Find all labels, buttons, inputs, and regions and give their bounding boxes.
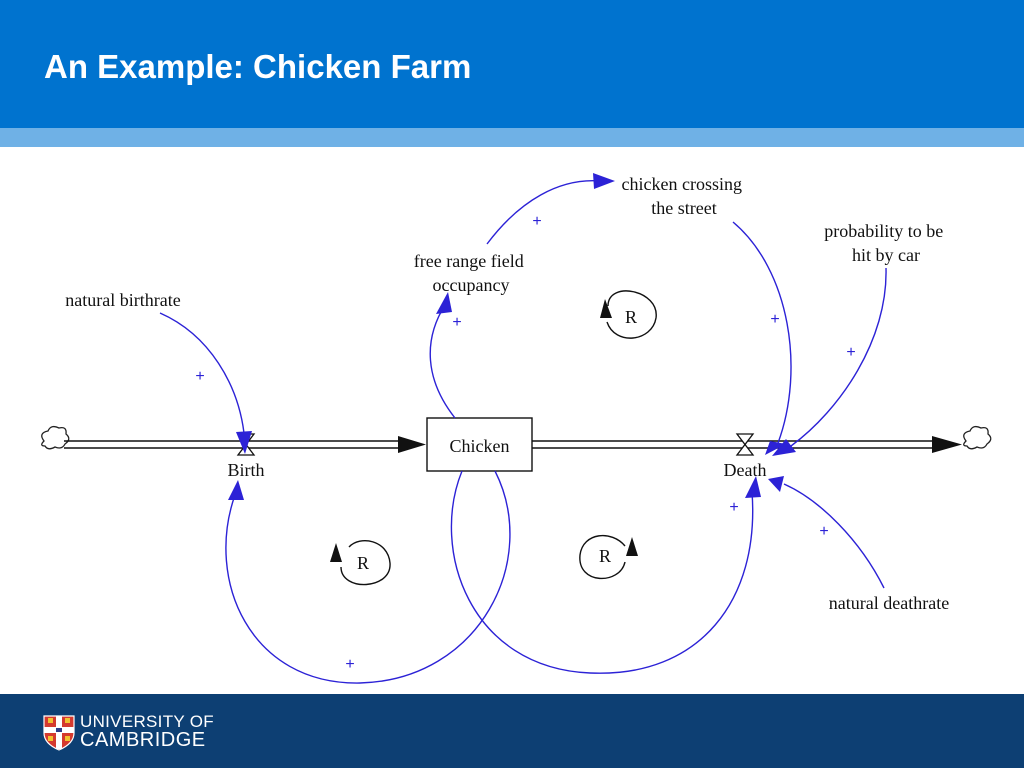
arrowhead-chicken-birth [228,480,244,500]
polarity-freerange-crossing: + [532,213,541,230]
arrowhead-chicken-freerange [436,292,452,314]
outflow-pipe [532,436,962,453]
slide-title: An Example: Chicken Farm [44,48,472,85]
university-wordmark: UNIVERSITY OF CAMBRIDGE [80,712,214,750]
link-deathrate-to-death [783,483,885,589]
loop-label-left: R [357,553,369,573]
arrowhead-chicken-death [745,476,761,498]
free-range-line-2: occupancy [433,275,510,295]
polarity-birthrate-birth: + [195,368,204,385]
loop-label-top: R [625,307,637,327]
arrowhead-birthrate-birth [236,431,252,454]
slide-header [0,0,1024,128]
link-probability-to-death [790,267,887,447]
link-freerange-to-crossing [486,180,601,245]
polarity-probability-death: + [846,344,855,361]
free-range-line-1: free range field [414,251,524,271]
free-range-label: free range field occupancy [414,251,528,295]
loop-indicator-left: R [330,540,391,586]
link-chicken-to-birth [225,470,511,684]
loop-indicator-right: R [579,534,638,580]
natural-deathrate-label: natural deathrate [829,593,949,613]
crossing-label: chicken crossing the street [622,174,747,218]
link-chicken-to-freerange [429,304,456,419]
polarity-deathrate-death: + [819,523,828,540]
inflow-pipe [64,436,426,453]
arrowhead-deathrate-death [768,476,784,492]
probability-line-2: hit by car [852,245,920,265]
link-crossing-to-death [732,221,792,444]
loop-indicator-top: R [600,290,657,339]
link-chicken-to-death [450,470,754,674]
arrowhead-probability-death [772,439,796,456]
death-flow-label: Death [724,460,767,480]
death-valve-icon [735,433,755,456]
polarity-chicken-freerange: + [452,314,461,331]
probability-line-1: probability to be [824,221,943,241]
crossing-line-2: the street [651,198,716,218]
polarity-crossing-death: + [770,311,779,328]
slide-footer [0,694,1024,768]
natural-birthrate-label: natural birthrate [65,290,180,310]
polarity-chicken-birth: + [345,656,354,673]
polarity-chicken-death: + [729,499,738,516]
link-birthrate-to-birth [159,312,245,434]
arrowhead-crossing-death [765,441,786,455]
wordmark-line-2: CAMBRIDGE [80,729,206,751]
arrowhead-freerange-crossing [593,173,615,189]
chicken-stock-label: Chicken [450,436,510,456]
wordmark-line-1: UNIVERSITY OF [80,712,214,731]
probability-label: probability to be hit by car [824,221,947,265]
header-stripe [0,128,1024,147]
cambridge-crest-icon [43,715,75,751]
crossing-line-1: chicken crossing [622,174,742,194]
loop-label-right: R [599,546,611,566]
chicken-stock-box [426,417,533,472]
sink-cloud-icon [963,425,992,450]
birth-flow-label: Birth [227,460,264,480]
source-cloud-icon [41,425,70,450]
